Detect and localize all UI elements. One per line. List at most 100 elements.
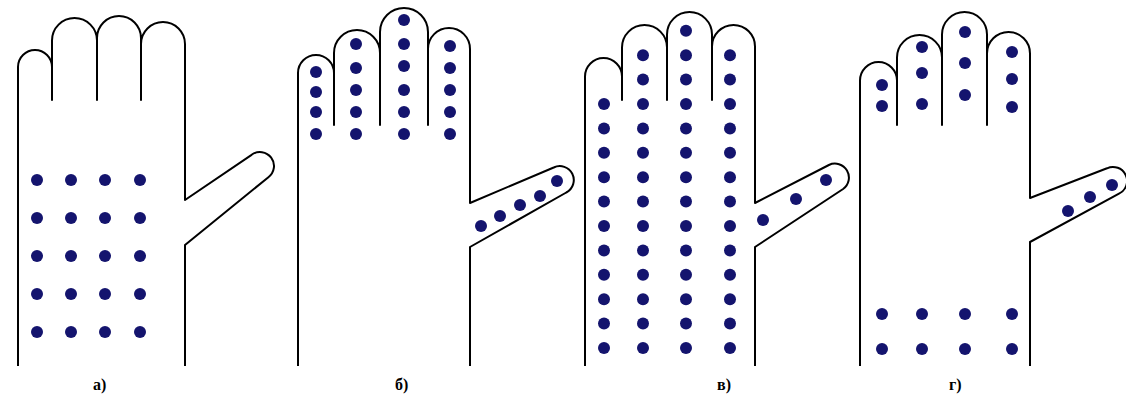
sensor-dot (680, 25, 692, 37)
sensor-dot (350, 106, 362, 118)
sensor-dot (598, 98, 610, 110)
sensor-dot (444, 40, 456, 52)
sensor-dot (724, 196, 736, 208)
sensor-dot (65, 326, 77, 338)
sensor-dot (350, 128, 362, 140)
sensor-dot (398, 128, 410, 140)
sensor-dot (959, 308, 971, 320)
sensor-dot (494, 210, 506, 222)
sensor-dot (637, 49, 649, 61)
sensor-dot (134, 212, 146, 224)
sensor-dot (637, 74, 649, 86)
hand-outline-group (860, 12, 1126, 366)
sensor-dot (134, 326, 146, 338)
sensor-dot (790, 193, 802, 205)
sensor-dot (598, 342, 610, 354)
sensor-dot (637, 342, 649, 354)
sensor-dot (1084, 191, 1096, 203)
sensor-dot (134, 250, 146, 262)
sensor-dot (310, 66, 322, 78)
sensor-dot (398, 106, 410, 118)
sensor-dot (637, 98, 649, 110)
sensor-dot (99, 288, 111, 300)
sensor-dot (444, 128, 456, 140)
sensor-dot (680, 49, 692, 61)
sensor-dot (65, 212, 77, 224)
hand-outline (18, 16, 274, 366)
panel-label: а) (93, 376, 106, 394)
sensor-dot (724, 98, 736, 110)
sensor-dot (31, 288, 43, 300)
sensor-dot (680, 122, 692, 134)
sensor-dot (444, 106, 456, 118)
sensor-dot (724, 318, 736, 330)
sensor-dot (598, 244, 610, 256)
sensor-dot (637, 122, 649, 134)
sensor-dot (637, 269, 649, 281)
sensor-dot (1062, 205, 1074, 217)
sensor-dot (637, 220, 649, 232)
sensor-dot (959, 343, 971, 355)
sensor-dot (680, 196, 692, 208)
sensor-dot (310, 106, 322, 118)
sensor-dot (637, 318, 649, 330)
sensor-dot (350, 84, 362, 96)
sensor-dot (534, 190, 546, 202)
sensor-dot (876, 100, 888, 112)
sensor-dot (724, 147, 736, 159)
sensor-dot (916, 308, 928, 320)
sensor-dot (1006, 101, 1018, 113)
sensor-dot (398, 14, 410, 26)
sensor-dot (724, 244, 736, 256)
sensor-dot (637, 293, 649, 305)
sensor-dot (444, 62, 456, 74)
sensor-dot (820, 174, 832, 186)
sensor-dot (637, 196, 649, 208)
sensor-dot (551, 175, 563, 187)
sensor-dot (916, 98, 928, 110)
sensor-dot (680, 269, 692, 281)
sensor-dot (598, 147, 610, 159)
sensor-dot (680, 342, 692, 354)
sensor-dot (134, 174, 146, 186)
sensor-dot (31, 212, 43, 224)
sensor-dot (680, 147, 692, 159)
sensor-dot (598, 220, 610, 232)
sensor-dot (724, 49, 736, 61)
sensor-dot (757, 214, 769, 226)
sensor-dot (598, 122, 610, 134)
sensor-dot (637, 244, 649, 256)
sensor-dot (310, 86, 322, 98)
sensor-dot (680, 244, 692, 256)
panel-label: б) (395, 376, 408, 394)
hand-outline (860, 12, 1126, 366)
sensor-dot (31, 326, 43, 338)
sensor-dot (310, 128, 322, 140)
sensor-dot (724, 220, 736, 232)
sensor-dot (876, 79, 888, 91)
sensor-dot (680, 220, 692, 232)
sensor-dot (598, 269, 610, 281)
hand-outline-group (585, 12, 849, 366)
sensor-dot (637, 171, 649, 183)
sensor-dot (65, 174, 77, 186)
sensor-dot (31, 174, 43, 186)
sensor-dot (1006, 308, 1018, 320)
sensor-dot (637, 147, 649, 159)
sensor-dot (724, 293, 736, 305)
sensor-dot (876, 343, 888, 355)
sensor-dot (916, 67, 928, 79)
sensor-dot (1006, 46, 1018, 58)
sensor-dot (134, 288, 146, 300)
sensor-dot (916, 41, 928, 53)
sensor-dot (724, 171, 736, 183)
sensor-dot (680, 74, 692, 86)
sensor-dot (1106, 179, 1118, 191)
sensor-dot (598, 318, 610, 330)
hand-outline (585, 12, 849, 366)
sensor-dot (350, 62, 362, 74)
sensor-dot (959, 89, 971, 101)
sensor-dot (1006, 343, 1018, 355)
